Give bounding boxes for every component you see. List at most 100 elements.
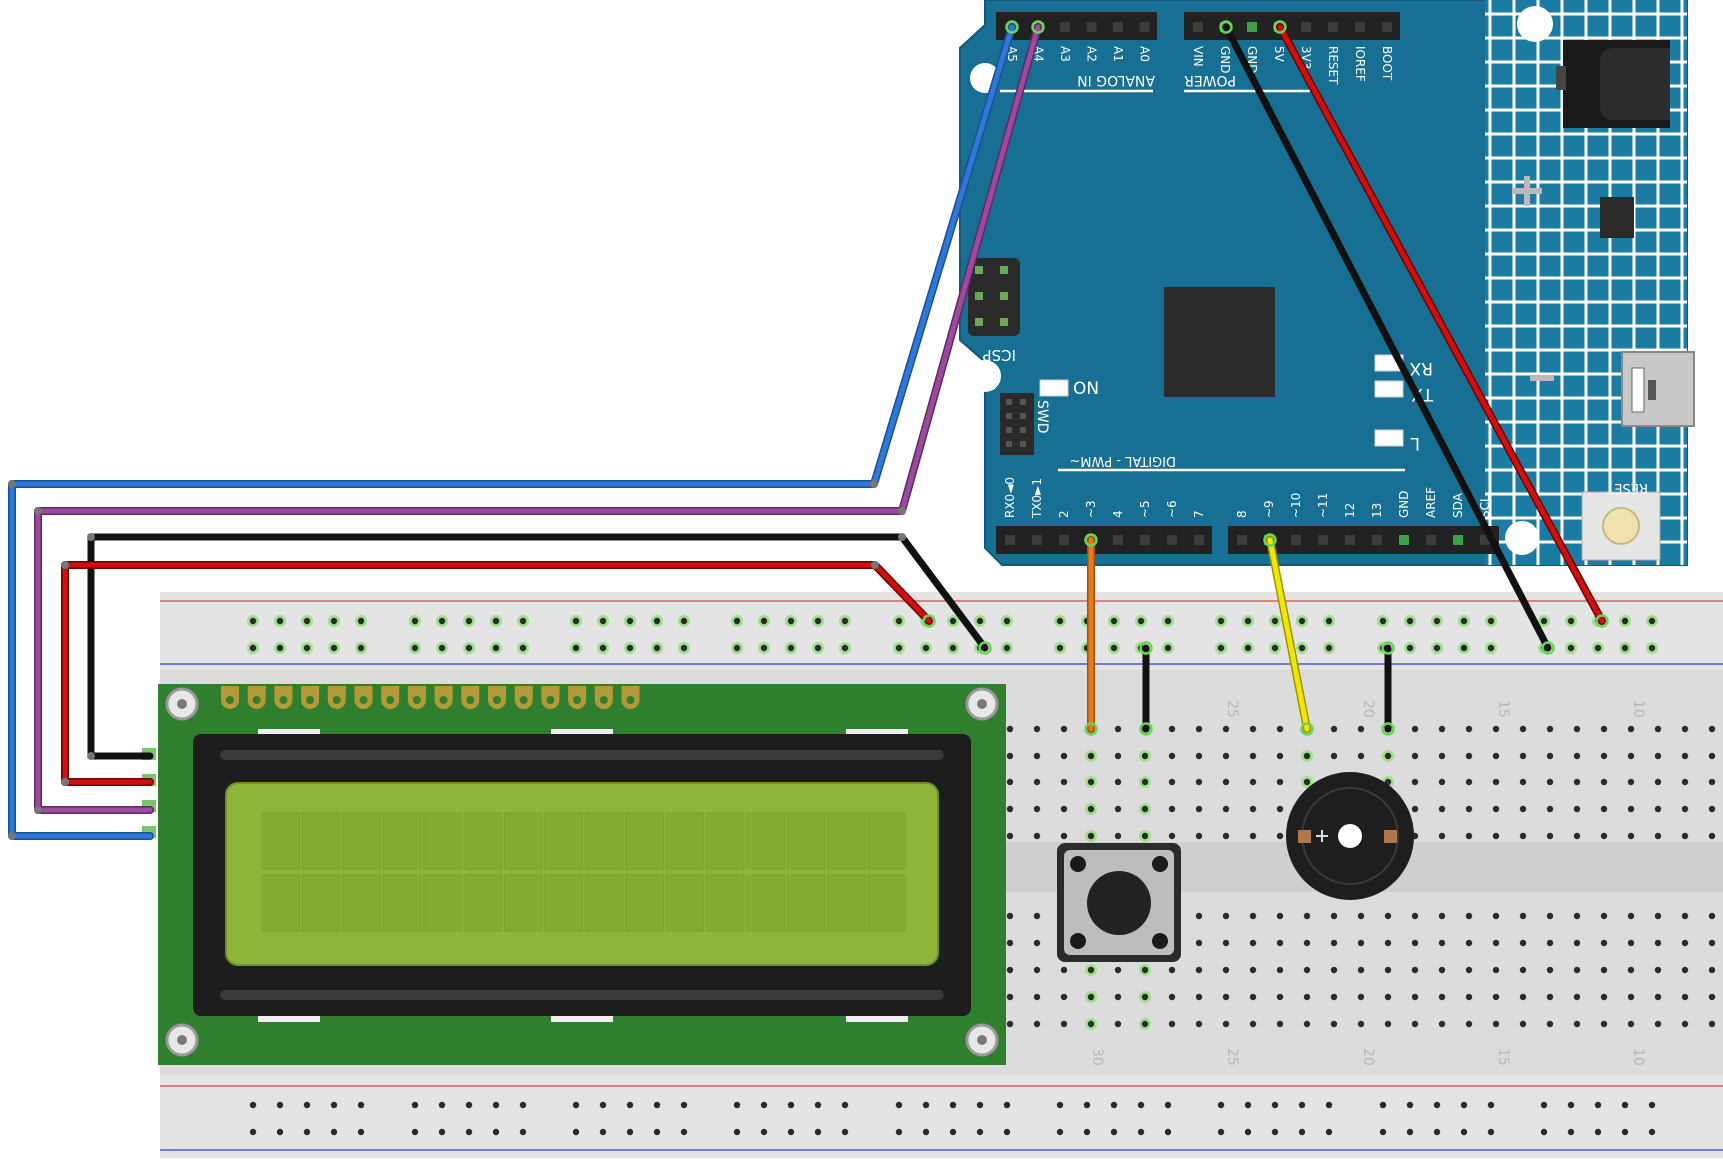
breadboard-hole <box>1465 993 1473 1001</box>
breadboard-hole <box>1519 912 1527 920</box>
button-cap <box>1087 871 1151 935</box>
breadboard-hole <box>276 1101 284 1109</box>
breadboard-hole <box>841 617 849 625</box>
wire-bend <box>61 561 69 569</box>
breadboard-hole <box>1600 912 1608 920</box>
wire-end <box>1300 722 1314 736</box>
breadboard-hole <box>1681 725 1689 733</box>
digital-pin-label-right-4: 12 <box>1343 503 1357 518</box>
power-pin-label-0: VIN <box>1191 46 1205 67</box>
column-numbers: 25 20 15 10 30 25 20 15 10 <box>1089 700 1646 1066</box>
breadboard-hole <box>814 644 822 652</box>
breadboard-hole <box>357 617 365 625</box>
breadboard-hole <box>1276 832 1284 840</box>
breadboard-hole <box>438 644 446 652</box>
wire-end <box>1263 533 1277 547</box>
breadboard-hole <box>949 1101 957 1109</box>
breadboard-hole <box>1195 993 1203 1001</box>
breadboard-hole <box>1573 993 1581 1001</box>
breadboard-hole <box>1384 1020 1392 1028</box>
wire-bend <box>87 752 95 760</box>
breadboard-hole <box>1648 1128 1656 1136</box>
breadboard-hole <box>1384 966 1392 974</box>
lcd-cell <box>503 812 543 870</box>
breadboard-hole <box>626 617 634 625</box>
wire-bend <box>898 533 906 541</box>
breadboard-hole <box>1033 805 1041 813</box>
breadboard-hole <box>1384 912 1392 920</box>
breadboard-hole <box>1621 1128 1629 1136</box>
breadboard-hole <box>1654 966 1662 974</box>
breadboard-hole <box>1249 805 1257 813</box>
breadboard-hole <box>1519 752 1527 760</box>
breadboard-hole <box>1492 805 1500 813</box>
breadboard-hole <box>1627 912 1635 920</box>
breadboard-hole <box>599 1128 607 1136</box>
header-pin <box>1318 535 1328 545</box>
breadboard-hole <box>760 1101 768 1109</box>
breadboard-hole <box>1600 993 1608 1001</box>
breadboard-hole <box>1164 644 1172 652</box>
breadboard-hole <box>1303 752 1311 760</box>
breadboard-hole <box>1621 644 1629 652</box>
header-pin <box>1113 22 1123 32</box>
lcd-cell <box>746 874 785 932</box>
breadboard-hole <box>1060 752 1068 760</box>
breadboard-hole <box>1357 725 1365 733</box>
breadboard-hole <box>1056 617 1064 625</box>
lcd-module <box>142 684 1006 1065</box>
header-pin <box>1480 535 1490 545</box>
breadboard-hole <box>1654 912 1662 920</box>
breadboard-hole <box>1249 939 1257 947</box>
breadboard-hole <box>1487 1128 1495 1136</box>
lcd-cell <box>503 874 543 932</box>
col-num-top-10: 10 <box>1630 700 1646 718</box>
breadboard-hole <box>1465 805 1473 813</box>
breadboard-hole <box>1141 832 1149 840</box>
breadboard-hole <box>1519 939 1527 947</box>
push-button <box>1057 843 1181 962</box>
breadboard-hole <box>949 1128 957 1136</box>
wire-bend <box>871 561 879 569</box>
breadboard-hole <box>1654 1020 1662 1028</box>
breadboard-hole <box>1681 805 1689 813</box>
breadboard-hole <box>1033 832 1041 840</box>
breadboard-hole <box>1648 1101 1656 1109</box>
breadboard-hole <box>1540 1101 1548 1109</box>
breadboard-hole <box>1060 778 1068 786</box>
breadboard-hole <box>1276 778 1284 786</box>
breadboard-hole <box>1110 1101 1118 1109</box>
breadboard-hole <box>1379 1128 1387 1136</box>
lcd-cell <box>342 812 381 870</box>
breadboard-hole <box>1087 993 1095 1001</box>
lcd-cell <box>705 874 745 932</box>
breadboard-hole <box>1276 752 1284 760</box>
breadboard-hole <box>1137 1128 1145 1136</box>
breadboard-hole <box>1357 993 1365 1001</box>
breadboard-hole <box>1411 993 1419 1001</box>
power-label: POWER <box>1184 72 1236 88</box>
breadboard-hole <box>1141 778 1149 786</box>
lcd-cell <box>544 874 583 932</box>
breadboard-hole <box>1379 617 1387 625</box>
wire-yellow-pin9 <box>1267 537 1310 732</box>
breadboard-hole <box>1406 1128 1414 1136</box>
breadboard-hole <box>1465 1020 1473 1028</box>
breadboard-hole <box>1406 644 1414 652</box>
breadboard-hole <box>1492 752 1500 760</box>
breadboard-hole <box>1137 1101 1145 1109</box>
breadboard-hole <box>1114 832 1122 840</box>
breadboard-hole <box>1465 912 1473 920</box>
header-pin <box>1453 535 1463 545</box>
breadboard-hole <box>1330 752 1338 760</box>
bottom-power-rail <box>160 1075 1723 1158</box>
breadboard-hole <box>1411 939 1419 947</box>
lcd-character-cells <box>261 812 907 932</box>
breadboard-hole <box>1654 993 1662 1001</box>
breadboard-hole <box>1600 752 1608 760</box>
digital-pin-label-left-0: RX0◄0 <box>1003 477 1017 518</box>
analog-pin-label-3: A2 <box>1085 46 1099 62</box>
lcd-cell <box>382 812 422 870</box>
header-pin <box>1032 535 1042 545</box>
